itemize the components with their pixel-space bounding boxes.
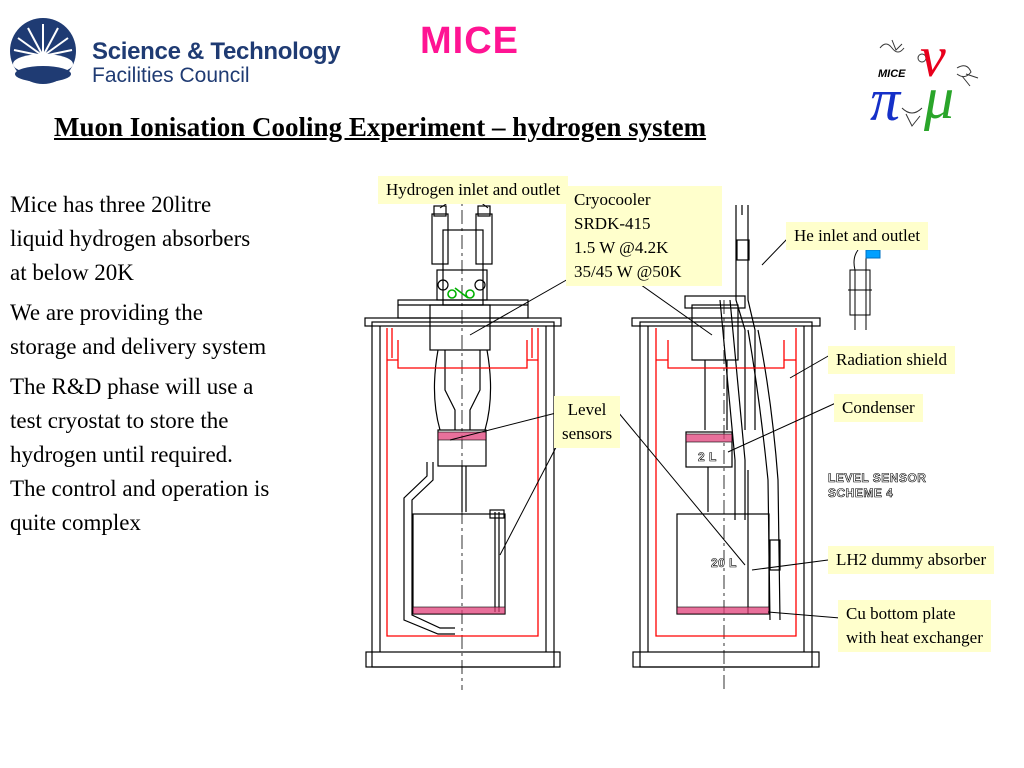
callout-lh2-dummy: LH2 dummy absorber <box>828 546 995 574</box>
bullet-3: The R&D phase will use a test cryostat t… <box>10 370 302 540</box>
callout-radiation-shield: Radiation shield <box>828 346 955 374</box>
mice-doodle-icon <box>879 39 979 127</box>
level-sensors-line2: sensors <box>562 424 613 443</box>
scheme-line2: SCHEME 4 <box>828 486 894 501</box>
callout-condenser: Condenser <box>834 394 923 422</box>
bullet-3-line5: quite complex <box>10 510 141 535</box>
left-outer-vessel <box>371 321 555 668</box>
bullet-3-line2: test cryostat to store the <box>10 408 229 433</box>
callout-cryocooler: Cryocooler SRDK-415 1.5 W @4.2K 35/45 W … <box>566 186 722 286</box>
bullet-1-line3: at below 20K <box>10 260 134 285</box>
cryocooler-line1: Cryocooler <box>574 190 651 209</box>
left-green-fittings <box>447 287 475 299</box>
callout-hydrogen-inlet: Hydrogen inlet and outlet <box>378 176 569 204</box>
mice-logo-text: MICE <box>878 68 906 80</box>
he-inlet-detail <box>848 249 881 330</box>
left-radiation-shield <box>386 328 539 637</box>
bullet-3-line4: The control and operation is <box>10 476 270 501</box>
callout-level-sensors: Level sensors <box>554 396 621 448</box>
logo-line2: Facilities Council <box>92 64 250 87</box>
logo-line1: Science & Technology <box>92 38 341 65</box>
stfc-logo-icon <box>10 18 76 84</box>
slide-subtitle: Muon Ionisation Cooling Experiment – hyd… <box>54 112 707 142</box>
callout-cu-plate: Cu bottom plate with heat exchanger <box>838 600 991 652</box>
bullet-1: Mice has three 20litre liquid hydrogen a… <box>10 188 302 290</box>
mu-glyph-icon: μ <box>924 65 955 131</box>
small-vessel-label: 2 L <box>698 450 717 465</box>
page-title: MICE <box>420 20 519 62</box>
level-sensors-line1: Level <box>567 400 607 419</box>
cryocooler-line3: 1.5 W @4.2K <box>574 238 669 257</box>
callout-he-inlet: He inlet and outlet <box>786 222 929 250</box>
nu-glyph-icon: ν <box>920 24 946 89</box>
large-vessel-label: 20 L <box>711 556 738 571</box>
pi-glyph-icon: π <box>870 67 901 133</box>
leader-lines <box>439 197 841 619</box>
right-radiation-shield <box>655 328 797 637</box>
cu-plate-line1: Cu bottom plate <box>846 604 956 623</box>
cryocooler-line4: 35/45 W @50K <box>574 262 682 281</box>
left-cryostat <box>364 185 562 690</box>
bullet-2-line1: We are providing the <box>10 300 203 325</box>
bullet-3-line3: hydrogen until required. <box>10 442 233 467</box>
bullet-1-line1: Mice has three 20litre <box>10 192 212 217</box>
cu-plate-line2: with heat exchanger <box>846 628 983 647</box>
bullet-3-line1: The R&D phase will use a <box>10 374 254 399</box>
body-text: Mice has three 20litre liquid hydrogen a… <box>10 188 302 546</box>
scheme-line1: LEVEL SENSOR <box>828 471 927 486</box>
right-outer-vessel <box>639 321 813 668</box>
bullet-1-line2: liquid hydrogen absorbers <box>10 226 251 251</box>
cryocooler-line2: SRDK-415 <box>574 214 651 233</box>
right-hatch-plates <box>676 433 770 615</box>
left-hatch-plates <box>412 431 506 615</box>
bullet-2-line2: storage and delivery system <box>10 334 267 359</box>
bullet-2: We are providing the storage and deliver… <box>10 296 302 364</box>
mice-corner-logo: MICE ν π μ <box>862 28 992 148</box>
